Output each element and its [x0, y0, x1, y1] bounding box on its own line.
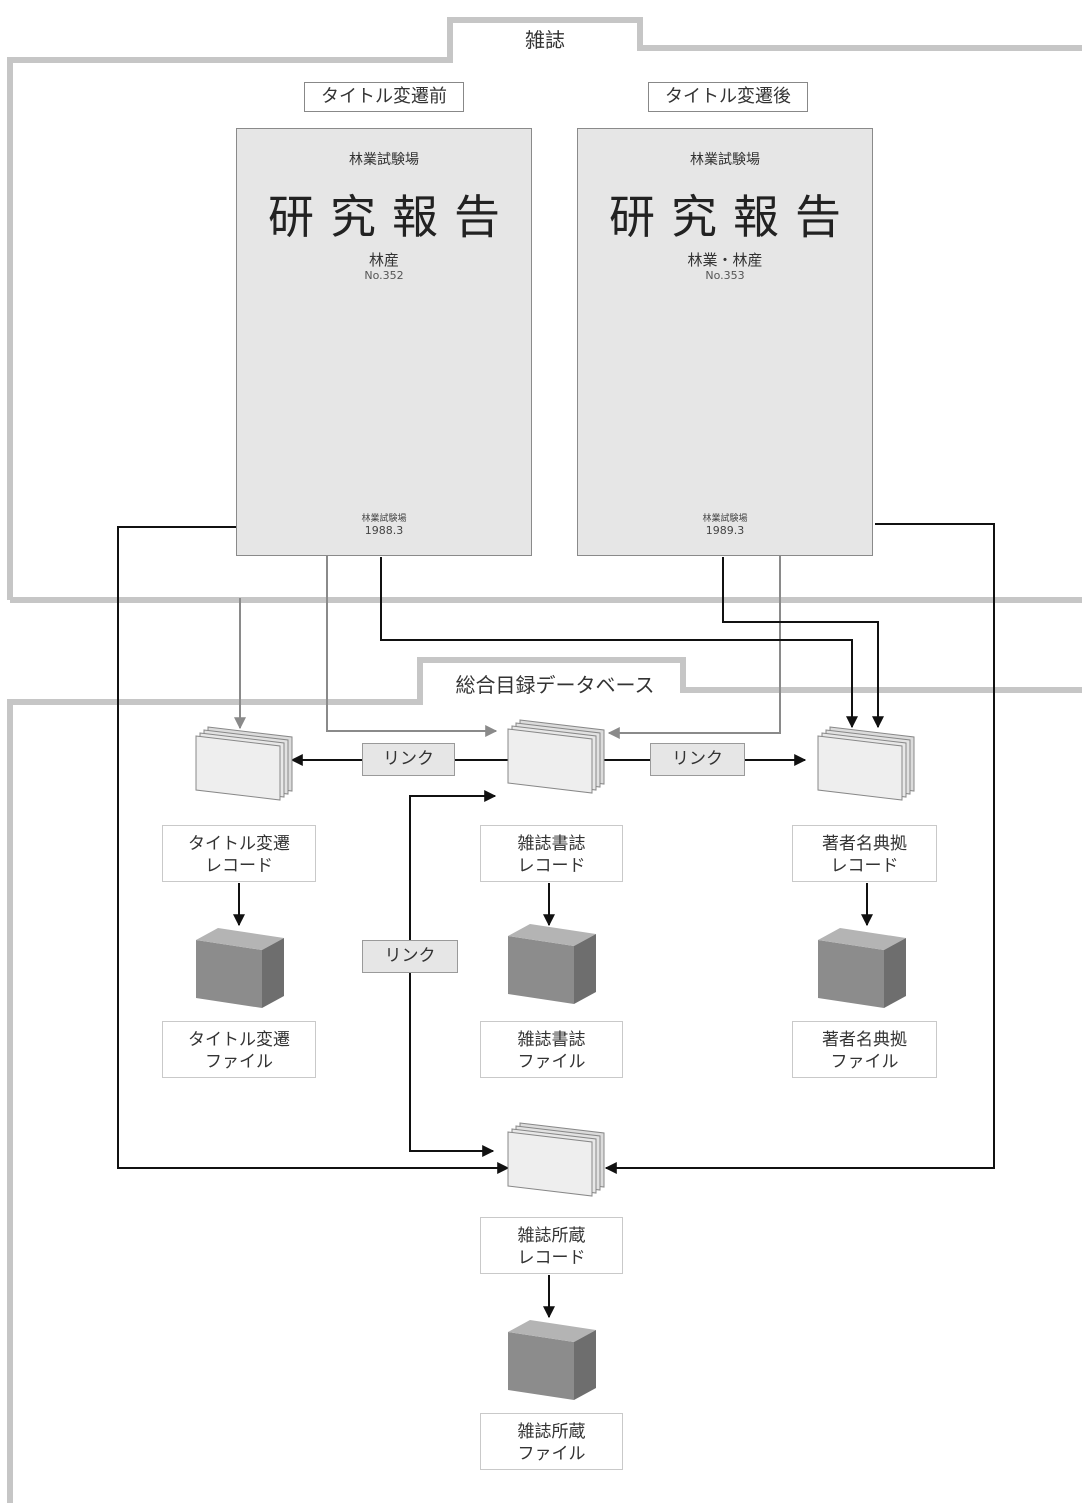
cover-before-publisher: 林業試験場 — [361, 514, 407, 524]
bib-record-icon — [507, 719, 605, 794]
database-section-label: 総合目録データベース — [455, 673, 655, 697]
author-file-icon — [818, 928, 906, 1008]
holding-record-icon — [507, 1122, 605, 1197]
arrow-after-pub-to-author — [722, 557, 884, 729]
cover-before-date: 1988.3 — [364, 524, 404, 537]
cover-after: 林業試験場 研究報告 林業・林産 No.353 林業試験場 1989.3 — [577, 128, 873, 556]
link-vertical: リンク — [362, 940, 458, 973]
author-record-icon — [817, 726, 915, 801]
holding-record-line1: 雑誌所蔵 — [517, 1226, 586, 1246]
cover-after-org: 林業試験場 — [690, 152, 760, 168]
bib-record-label: 雑誌書誌 レコード — [480, 825, 623, 882]
holding-file-line1: 雑誌所蔵 — [517, 1422, 586, 1442]
holding-record-line2: レコード — [517, 1248, 586, 1268]
title-change-record-label: タイトル変遷 レコード — [162, 825, 316, 882]
cover-after-title: 研究報告 — [609, 190, 857, 244]
before-change-tag: タイトル変遷前 — [304, 82, 464, 112]
journal-section-border — [7, 17, 1082, 600]
title-change-file-label: タイトル変遷 ファイル — [162, 1021, 316, 1078]
cover-after-date: 1989.3 — [705, 524, 745, 537]
cover-after-publisher: 林業試験場 — [702, 514, 748, 524]
bib-record-line1: 雑誌書誌 — [517, 834, 586, 854]
arrow-before-cover-to-holding — [117, 526, 510, 1174]
author-record-label: 著者名典拠 レコード — [792, 825, 937, 882]
holding-file-icon — [508, 1320, 596, 1400]
title-change-file-icon — [196, 928, 284, 1008]
bib-file-label: 雑誌書誌 ファイル — [480, 1021, 623, 1078]
author-file-line2: ファイル — [830, 1052, 899, 1072]
author-record-line2: レコード — [830, 856, 899, 876]
arrow-vertical-link — [409, 790, 497, 1157]
holding-record-label: 雑誌所蔵 レコード — [480, 1217, 623, 1274]
author-file-line1: 著者名典拠 — [822, 1030, 907, 1050]
title-change-file-line2: ファイル — [205, 1052, 273, 1072]
after-change-tag: タイトル変遷後 — [648, 82, 808, 112]
title-change-record-line2: レコード — [205, 856, 273, 876]
bib-file-line2: ファイル — [517, 1052, 586, 1072]
cover-before-subtitle: 林産 — [368, 251, 399, 269]
database-section-border — [7, 657, 1082, 1503]
title-change-record-line1: タイトル変遷 — [188, 834, 290, 854]
bib-file-icon — [508, 924, 596, 1004]
cover-before-number: No.352 — [364, 269, 404, 282]
cover-before-org: 林業試験場 — [349, 152, 419, 168]
journal-section-label: 雑誌 — [525, 28, 565, 52]
title-change-record-icon — [195, 726, 293, 801]
arrow-after-cover-to-holding — [604, 523, 995, 1174]
bib-file-line1: 雑誌書誌 — [517, 1030, 586, 1050]
link-right: リンク — [650, 743, 745, 776]
holding-file-label: 雑誌所蔵 ファイル — [480, 1413, 623, 1470]
arrow-before-pub-to-author — [380, 557, 858, 729]
author-file-label: 著者名典拠 ファイル — [792, 1021, 937, 1078]
cover-after-subtitle: 林業・林産 — [687, 251, 763, 269]
title-change-file-line1: タイトル変遷 — [188, 1030, 290, 1050]
link-left: リンク — [362, 743, 455, 776]
cover-before: 林業試験場 研究報告 林産 No.352 林業試験場 1988.3 — [236, 128, 532, 556]
bib-record-line2: レコード — [517, 856, 586, 876]
cover-after-number: No.353 — [705, 269, 745, 282]
cover-before-title: 研究報告 — [268, 190, 516, 244]
holding-file-line2: ファイル — [517, 1444, 586, 1464]
author-record-line1: 著者名典拠 — [822, 834, 907, 854]
